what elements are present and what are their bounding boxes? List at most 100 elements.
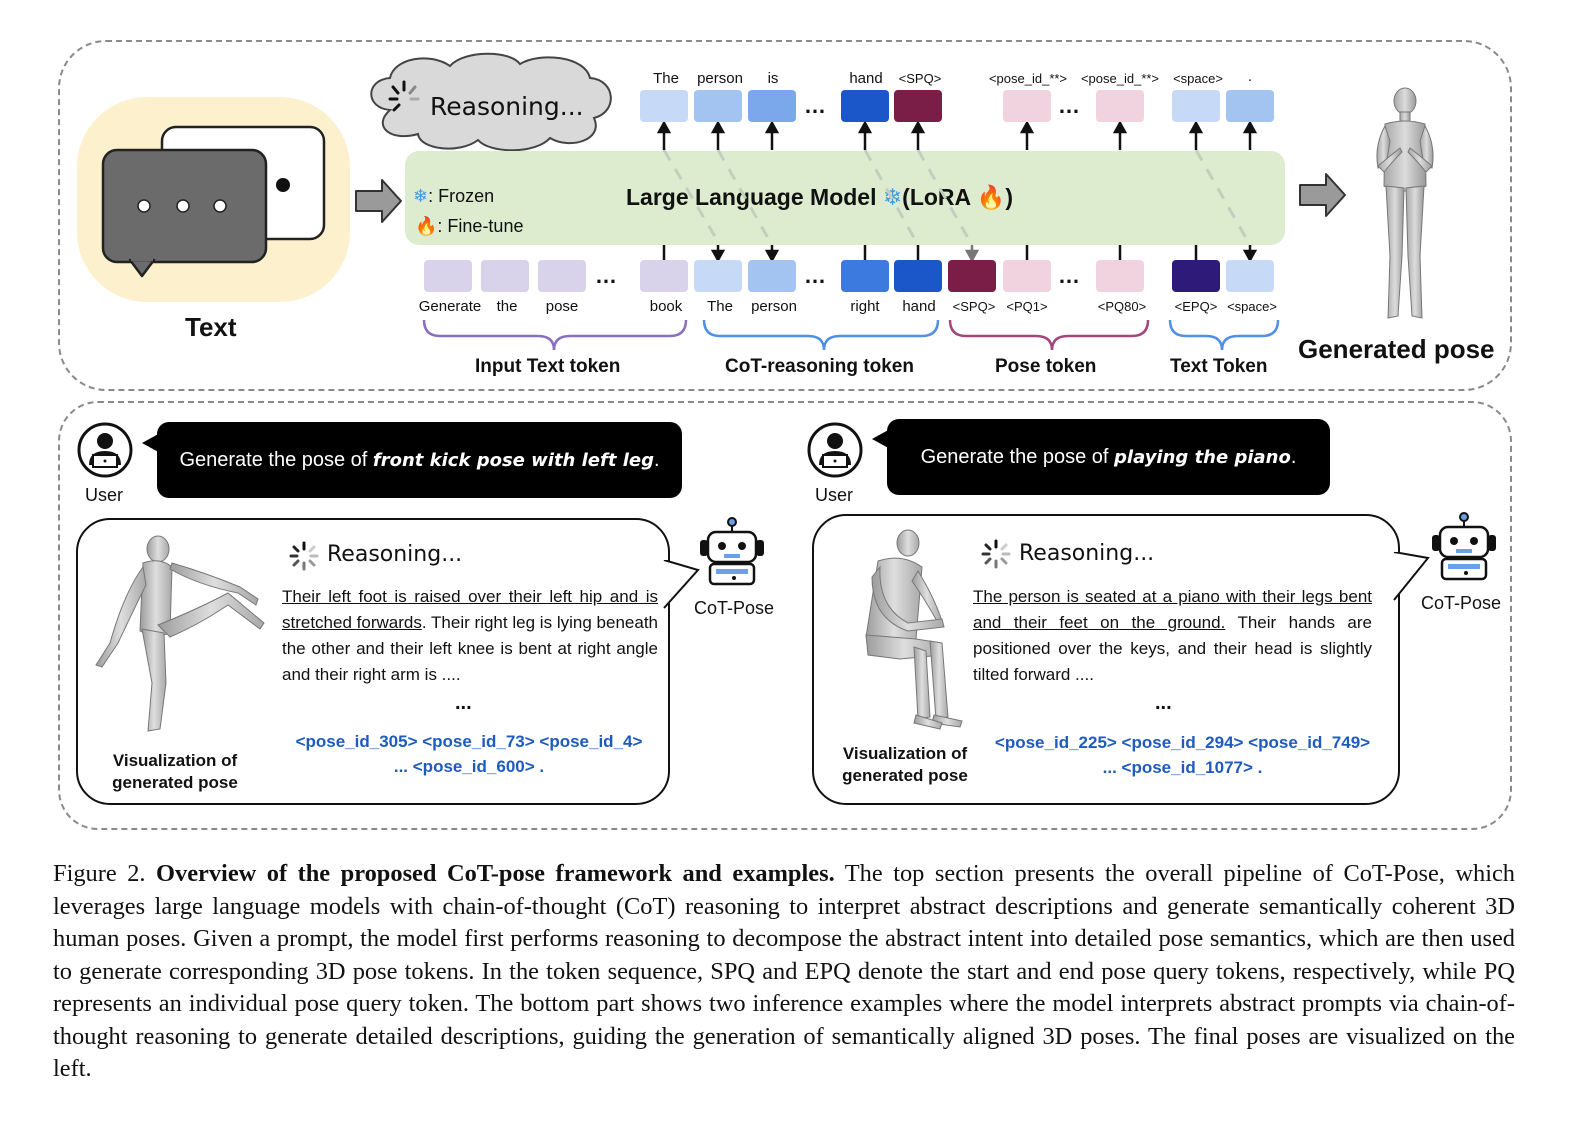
pose-id-line: <pose_id_305> <pose_id_73> <pose_id_4> — [295, 732, 643, 751]
input-token-label: pose — [545, 298, 579, 315]
output-token — [640, 90, 688, 122]
robot-icon — [700, 517, 764, 586]
ellipsis: ... — [1155, 692, 1172, 714]
prompt-suffix: . — [1290, 445, 1297, 468]
ellipsis: … — [804, 263, 827, 288]
spinner-icon — [289, 541, 319, 571]
chat-bubbles-icon — [101, 125, 326, 278]
output-token — [1172, 90, 1220, 122]
output-token-label: person — [697, 70, 743, 87]
input-token-label: <PQ1> — [1006, 299, 1048, 314]
input-token — [894, 260, 942, 292]
input-token-label: <space> — [1227, 299, 1277, 314]
output-arrow-icon — [1299, 173, 1346, 217]
output-token-label: hand — [849, 70, 883, 87]
pose-id-output: <pose_id_305> <pose_id_73> <pose_id_4> .… — [270, 729, 668, 779]
pose-id-output: <pose_id_225> <pose_id_294> <pose_id_749… — [975, 730, 1390, 780]
caption-title: Overview of the proposed CoT-pose framew… — [156, 860, 835, 887]
prompt-emphasis: playing the piano — [1114, 446, 1291, 468]
input-token — [640, 260, 688, 292]
reasoning-underlined: Their left foot is raised over their lef… — [282, 587, 658, 632]
input-token-label: The — [707, 298, 733, 315]
user-prompt-bubble: Generate the pose of front kick pose wit… — [157, 422, 682, 498]
visualization-label: Visualization of generated pose — [842, 744, 968, 785]
pose-id-line: ... <pose_id_1077> . — [1102, 758, 1263, 777]
reasoning-text: The person is seated at a piano with the… — [973, 584, 1372, 688]
input-token-label: Generate — [418, 298, 482, 315]
input-token — [424, 260, 472, 292]
generated-pose-label: Generated pose — [1298, 334, 1495, 364]
caption-body: The top section presents the overall pip… — [53, 860, 1516, 1082]
llm-block — [405, 151, 1285, 245]
prompt-suffix: . — [653, 448, 660, 471]
llm-title: Large Language Model ❄(LoRA 🔥) — [626, 184, 1013, 211]
reasoning-rest: . Their right leg is lying beneath the o… — [282, 613, 658, 684]
fire-icon: 🔥 — [415, 216, 438, 237]
input-token-label: the — [496, 298, 518, 315]
bot-label: CoT-Pose — [1421, 593, 1502, 613]
output-token — [694, 90, 742, 122]
user-label: User — [85, 485, 124, 505]
output-token-label: is — [767, 70, 779, 87]
input-token — [481, 260, 529, 292]
spinner-icon — [981, 539, 1011, 569]
reasoning-rest: Their hands are positioned over the keys… — [973, 613, 1372, 684]
output-token-label: The — [653, 70, 679, 87]
input-token-label: person — [751, 298, 797, 315]
reasoning-underlined: The person is seated at a piano with the… — [973, 587, 1372, 632]
robot-icon — [1432, 512, 1496, 581]
input-token — [748, 260, 796, 292]
bot-label: CoT-Pose — [694, 598, 775, 618]
generated-pose-figure — [1376, 87, 1434, 319]
prompt-prefix: Generate the pose of — [920, 445, 1115, 468]
output-token — [1226, 90, 1274, 122]
input-token-label: <EPQ> — [1174, 299, 1218, 314]
ellipsis: ... — [455, 692, 472, 714]
group-label-text-token: Text Token — [1170, 356, 1268, 377]
input-token — [1096, 260, 1144, 292]
pose-id-line: ... <pose_id_600> . — [393, 757, 545, 776]
input-token — [1003, 260, 1051, 292]
input-token — [948, 260, 996, 292]
output-token — [894, 90, 942, 122]
reasoning-text: Reasoning... — [430, 92, 584, 121]
user-label: User — [815, 485, 854, 505]
pose-figure-kick — [95, 535, 265, 732]
text-input-label: Text — [185, 312, 237, 342]
ellipsis: … — [595, 263, 618, 288]
figure-caption: Figure 2. Overview of the proposed CoT-p… — [53, 858, 1515, 1086]
group-label-cot: CoT-reasoning token — [725, 356, 914, 377]
pose-figure-piano — [865, 529, 963, 730]
ellipsis: … — [1058, 93, 1081, 118]
response-bubble-tail — [663, 560, 700, 609]
group-label-input-text: Input Text token — [475, 356, 621, 377]
user-icon — [807, 422, 863, 478]
fire-icon: 🔥 — [976, 185, 1006, 211]
pipeline-panel — [58, 40, 1512, 391]
output-token — [841, 90, 889, 122]
input-arrow-icon — [355, 179, 402, 223]
user-icon — [77, 422, 133, 478]
input-token — [538, 260, 586, 292]
output-token — [1003, 90, 1051, 122]
output-token — [748, 90, 796, 122]
group-label-pose: Pose token — [995, 356, 1097, 377]
token-connectors — [656, 120, 1258, 263]
ellipsis: … — [1058, 263, 1081, 288]
pose-id-line: <pose_id_225> <pose_id_294> <pose_id_749… — [994, 733, 1371, 752]
response-bubble-tail — [1393, 552, 1430, 601]
reasoning-label: Reasoning... — [327, 542, 463, 567]
prompt-prefix: Generate the pose of — [179, 448, 373, 471]
output-token — [1096, 90, 1144, 122]
input-token-label: <PQ80> — [1097, 299, 1147, 314]
reasoning-text: Their left foot is raised over their lef… — [282, 584, 658, 688]
user-prompt-bubble: Generate the pose of playing the piano. — [887, 419, 1330, 495]
examples-panel — [58, 401, 1512, 830]
legend-frozen: ❄: Frozen — [413, 186, 495, 207]
ellipsis: … — [804, 93, 827, 118]
reasoning-label: Reasoning... — [1019, 541, 1155, 566]
legend-finetune: 🔥: Fine-tune — [415, 216, 524, 237]
caption-prefix: Figure 2. — [53, 860, 157, 887]
output-token-label: <SPQ> — [898, 71, 942, 86]
snowflake-icon: ❄ — [413, 186, 429, 207]
